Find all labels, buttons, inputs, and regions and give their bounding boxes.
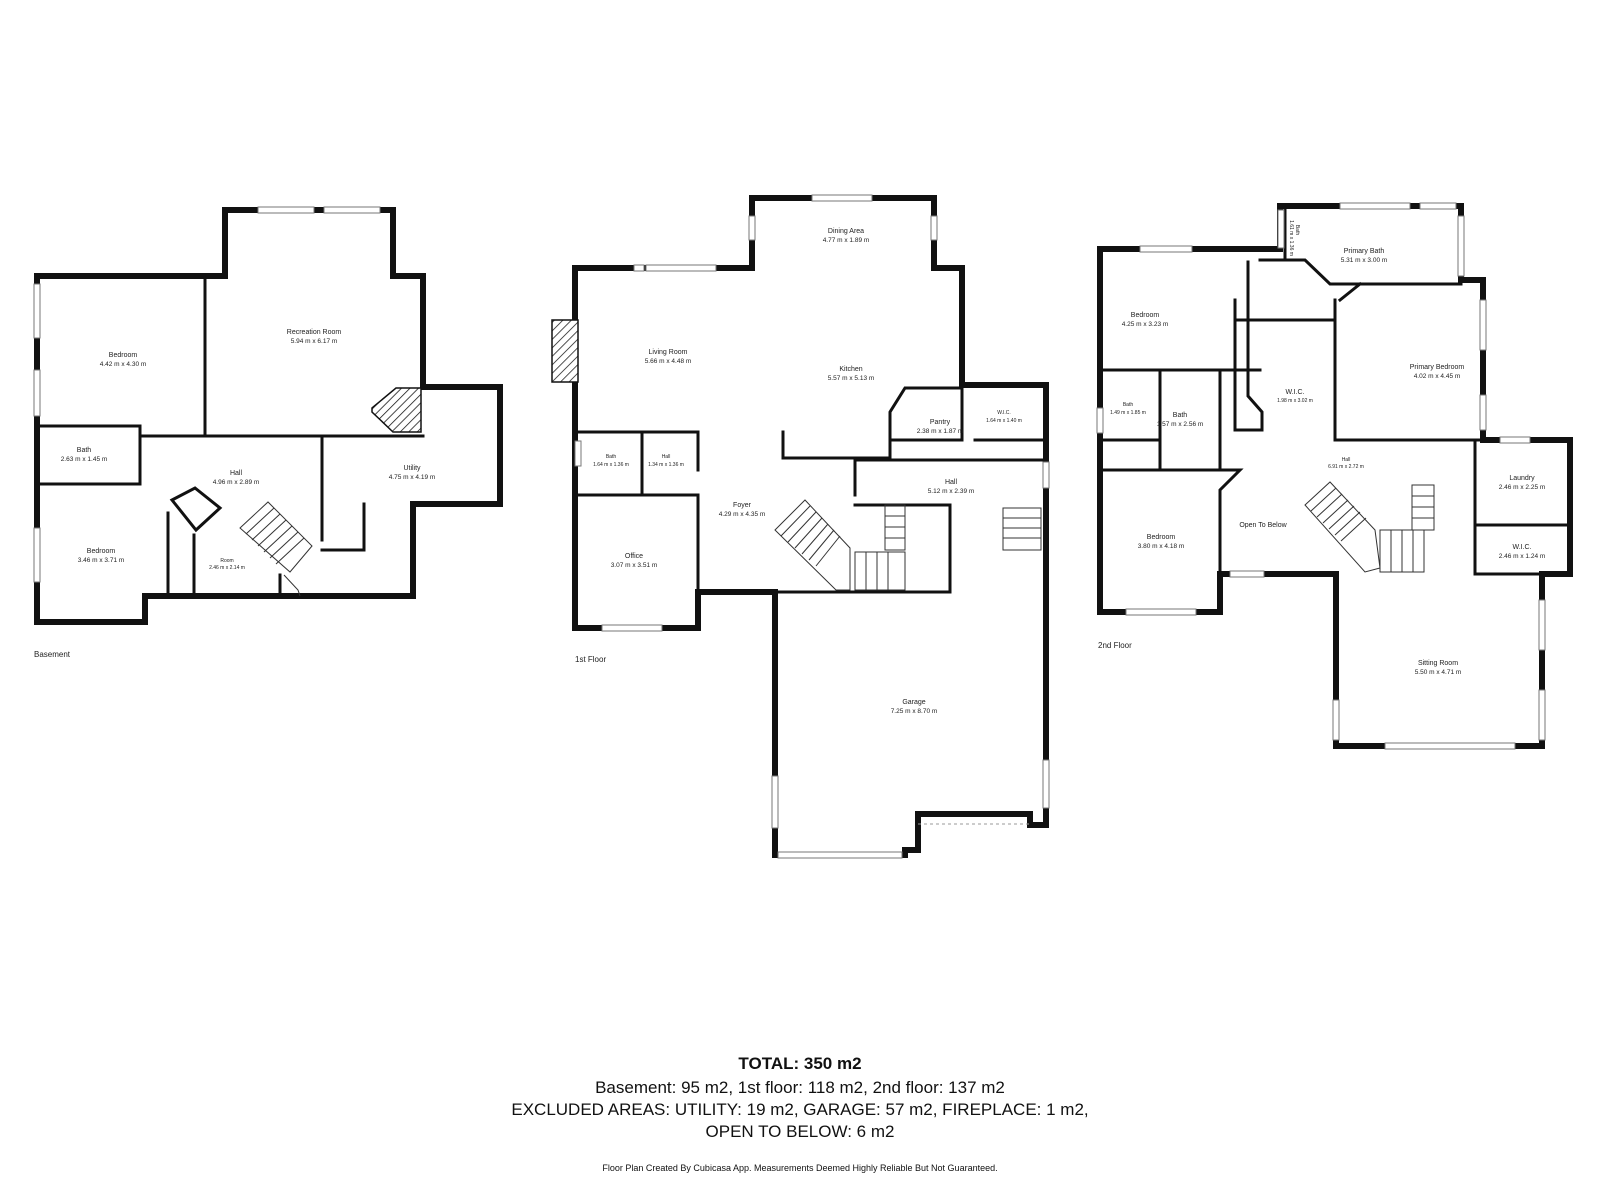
second-floor-room-name: Bath: [1294, 225, 1300, 236]
basement-plan: Bedroom 4.42 m x 4.30 m Recreation Room …: [33, 206, 503, 659]
first-floor-room-dims: 4.77 m x 1.89 m: [823, 237, 870, 244]
first-floor-windows: [574, 194, 1050, 859]
basement-windows: [33, 206, 381, 583]
first-floor-label: 1st Floor: [575, 655, 606, 664]
first-floor-room-name: Garage: [902, 699, 925, 706]
first-floor-fireplace: [551, 319, 579, 383]
second-floor-outer-walls: [1097, 203, 1573, 749]
first-floor-room-name: Hall: [662, 454, 671, 460]
first-floor-interior-walls: [573, 386, 1048, 594]
second-floor-room-dims: 3.80 m x 4.18 m: [1138, 543, 1185, 550]
basement-stair-wall: [169, 486, 223, 533]
first-floor-room-dims: 3.07 m x 3.51 m: [611, 562, 658, 569]
first-floor-room-name: Pantry: [930, 419, 951, 426]
second-floor-room-name: Bedroom: [1131, 312, 1160, 319]
second-floor-room-dims: 6.91 m x 2.72 m: [1328, 464, 1364, 470]
second-floor-room-name: Laundry: [1509, 475, 1535, 482]
second-floor-stairs: [1304, 481, 1435, 573]
basement-room-name: Bath: [77, 447, 92, 454]
basement-room-dims: 4.96 m x 2.89 m: [213, 479, 260, 486]
second-floor-room-dims: 2.46 m x 2.25 m: [1499, 484, 1546, 491]
second-floor-room-name: Sitting Room: [1418, 660, 1458, 667]
second-floor-room-dims: 4.25 m x 3.23 m: [1122, 321, 1169, 328]
second-floor-room-name: Bath: [1123, 402, 1134, 408]
second-floor-room-name: W.I.C.: [1512, 544, 1531, 551]
second-floor-room-name: Open To Below: [1239, 522, 1287, 529]
second-floor-room-dims: 1.57 m x 2.56 m: [1157, 421, 1204, 428]
excluded-areas-continued: OPEN TO BELOW: 6 m2: [705, 1122, 895, 1141]
basement-room-dims: 2.63 m x 1.45 m: [61, 456, 108, 463]
first-floor-room-name: Living Room: [649, 349, 688, 356]
second-floor-plan: Bath 1.61 m x 1.36 m Primary Bath 5.31 m…: [1096, 202, 1573, 750]
floor-areas: Basement: 95 m2, 1st floor: 118 m2, 2nd …: [595, 1078, 1005, 1097]
second-floor-room-dims: 1.98 m x 3.02 m: [1277, 398, 1313, 404]
second-floor-interior-walls: [1098, 204, 1572, 587]
first-floor-room-name: Hall: [945, 479, 958, 486]
second-floor-room-dims: 1.61 m x 1.36 m: [1288, 220, 1294, 256]
first-floor-room-dims: 2.38 m x 1.87 m: [917, 428, 964, 435]
first-floor-room-name: Bath: [606, 454, 617, 460]
basement-stairs: [239, 501, 313, 597]
basement-room-name: Recreation Room: [287, 329, 342, 336]
second-floor-label: 2nd Floor: [1098, 641, 1132, 650]
basement-room-dims: 4.42 m x 4.30 m: [100, 361, 147, 368]
total-area: TOTAL: 350 m2: [738, 1054, 862, 1073]
second-floor-room-name: Primary Bath: [1344, 248, 1385, 255]
basement-floor-label: Basement: [34, 650, 71, 659]
first-floor-stairs: [774, 499, 1042, 591]
first-floor-room-name: Foyer: [733, 502, 752, 509]
second-floor-room-name: W.I.C.: [1285, 389, 1304, 396]
first-floor-room-dims: 5.12 m x 2.39 m: [928, 488, 975, 495]
second-floor-room-name: Bedroom: [1147, 534, 1176, 541]
second-floor-room-dims: 1.49 m x 1.85 m: [1110, 410, 1146, 416]
second-floor-room-dims: 2.46 m x 1.24 m: [1499, 553, 1546, 560]
second-floor-room-dims: 4.02 m x 4.45 m: [1414, 373, 1461, 380]
second-floor-room-name: Primary Bedroom: [1410, 364, 1465, 371]
basement-room-name: Room: [220, 558, 233, 564]
first-floor-plan: Dining Area 4.77 m x 1.89 m Living Room …: [551, 194, 1050, 859]
second-floor-room-dims: 5.50 m x 4.71 m: [1415, 669, 1462, 676]
first-floor-room-name: Office: [625, 553, 643, 560]
basement-room-name: Utility: [403, 465, 421, 472]
first-floor-room-dims: 7.25 m x 8.70 m: [891, 708, 938, 715]
first-floor-room-name: W.I.C.: [997, 410, 1011, 416]
first-floor-room-name: Dining Area: [828, 228, 864, 235]
first-floor-room-dims: 4.29 m x 4.35 m: [719, 511, 766, 518]
basement-room-name: Hall: [230, 470, 243, 477]
basement-interior-walls: [35, 274, 425, 598]
excluded-areas: EXCLUDED AREAS: UTILITY: 19 m2, GARAGE: …: [511, 1100, 1089, 1119]
first-floor-room-dims: 5.66 m x 4.48 m: [645, 358, 692, 365]
second-floor-room-dims: 5.31 m x 3.00 m: [1341, 257, 1388, 264]
second-floor-room-name: Bath: [1173, 412, 1188, 419]
first-floor-room-name: Kitchen: [839, 366, 862, 373]
second-floor-room-name: Hall: [1342, 457, 1351, 463]
first-floor-room-dims: 1.64 m x 1.36 m: [593, 462, 629, 468]
second-floor-windows: [1096, 202, 1546, 750]
first-floor-room-dims: 1.64 m x 1.40 m: [986, 418, 1022, 424]
first-floor-outer-walls: [572, 195, 1049, 858]
first-floor-room-dims: 1.34 m x 1.36 m: [648, 462, 684, 468]
basement-room-dims: 4.75 m x 4.19 m: [389, 474, 436, 481]
basement-room-name: Bedroom: [109, 352, 138, 359]
credit-note: Floor Plan Created By Cubicasa App. Meas…: [602, 1163, 998, 1173]
basement-room-name: Bedroom: [87, 548, 116, 555]
basement-room-dims: 5.94 m x 6.17 m: [291, 338, 338, 345]
first-floor-room-dims: 5.57 m x 5.13 m: [828, 375, 875, 382]
basement-fireplace: [371, 387, 422, 433]
basement-room-dims: 2.46 m x 2.14 m: [209, 565, 245, 571]
basement-room-dims: 3.46 m x 3.71 m: [78, 557, 125, 564]
